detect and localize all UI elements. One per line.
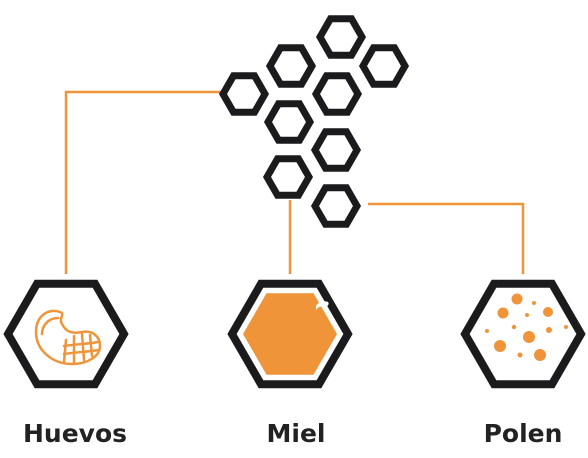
honeycomb-cell xyxy=(265,44,317,88)
label-huevos: Huevos xyxy=(22,419,128,448)
label-polen: Polen xyxy=(483,419,563,448)
honeycomb-cluster-icon xyxy=(218,15,410,228)
honeycomb-cell xyxy=(358,44,410,88)
pollen-dots-icon xyxy=(485,293,568,361)
hexagon-polen xyxy=(460,279,586,389)
label-miel: Miel xyxy=(266,419,326,448)
connector-polen xyxy=(368,202,525,274)
honeycomb-cell xyxy=(311,72,363,116)
honeycomb-cell xyxy=(218,72,270,116)
honeycomb-cell xyxy=(310,184,362,228)
larva-icon xyxy=(34,309,102,366)
honeycomb-cell xyxy=(262,155,314,199)
honeycomb-cell xyxy=(315,15,367,59)
connector-lines xyxy=(64,90,525,274)
honeycomb-cell xyxy=(263,100,315,144)
connector-huevos xyxy=(64,90,222,274)
honeycomb-cell xyxy=(310,128,362,172)
hexagon-huevos xyxy=(3,279,129,389)
honey-drop-icon xyxy=(243,293,337,375)
